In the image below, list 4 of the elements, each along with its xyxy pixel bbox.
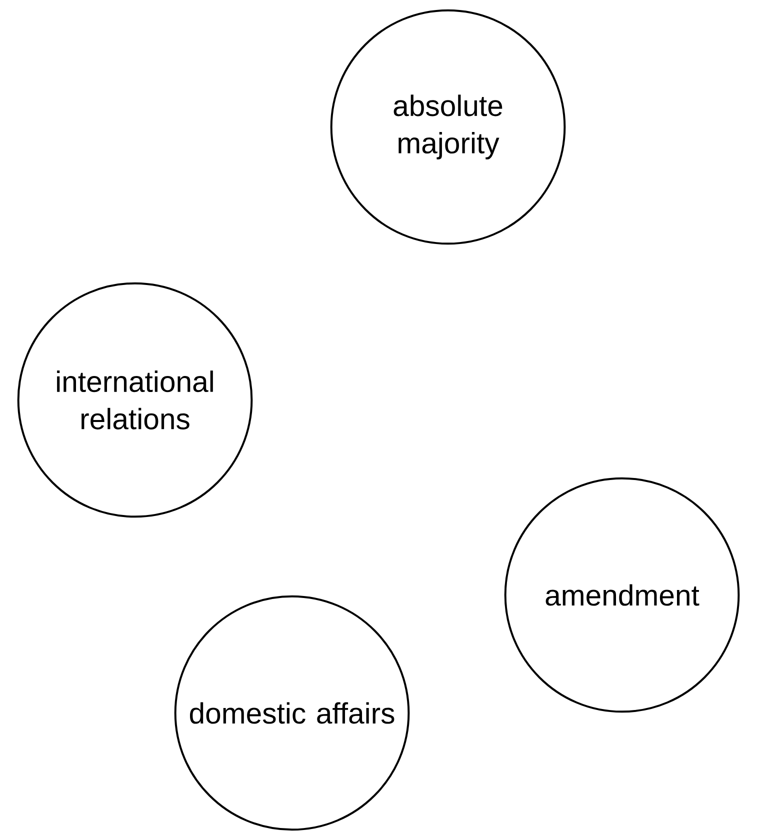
circle-node: international relations xyxy=(17,282,253,518)
circle-node: domestic affairs xyxy=(174,595,410,831)
circle-node: absolute majority xyxy=(330,9,566,245)
circle-node: amendment xyxy=(504,477,740,713)
